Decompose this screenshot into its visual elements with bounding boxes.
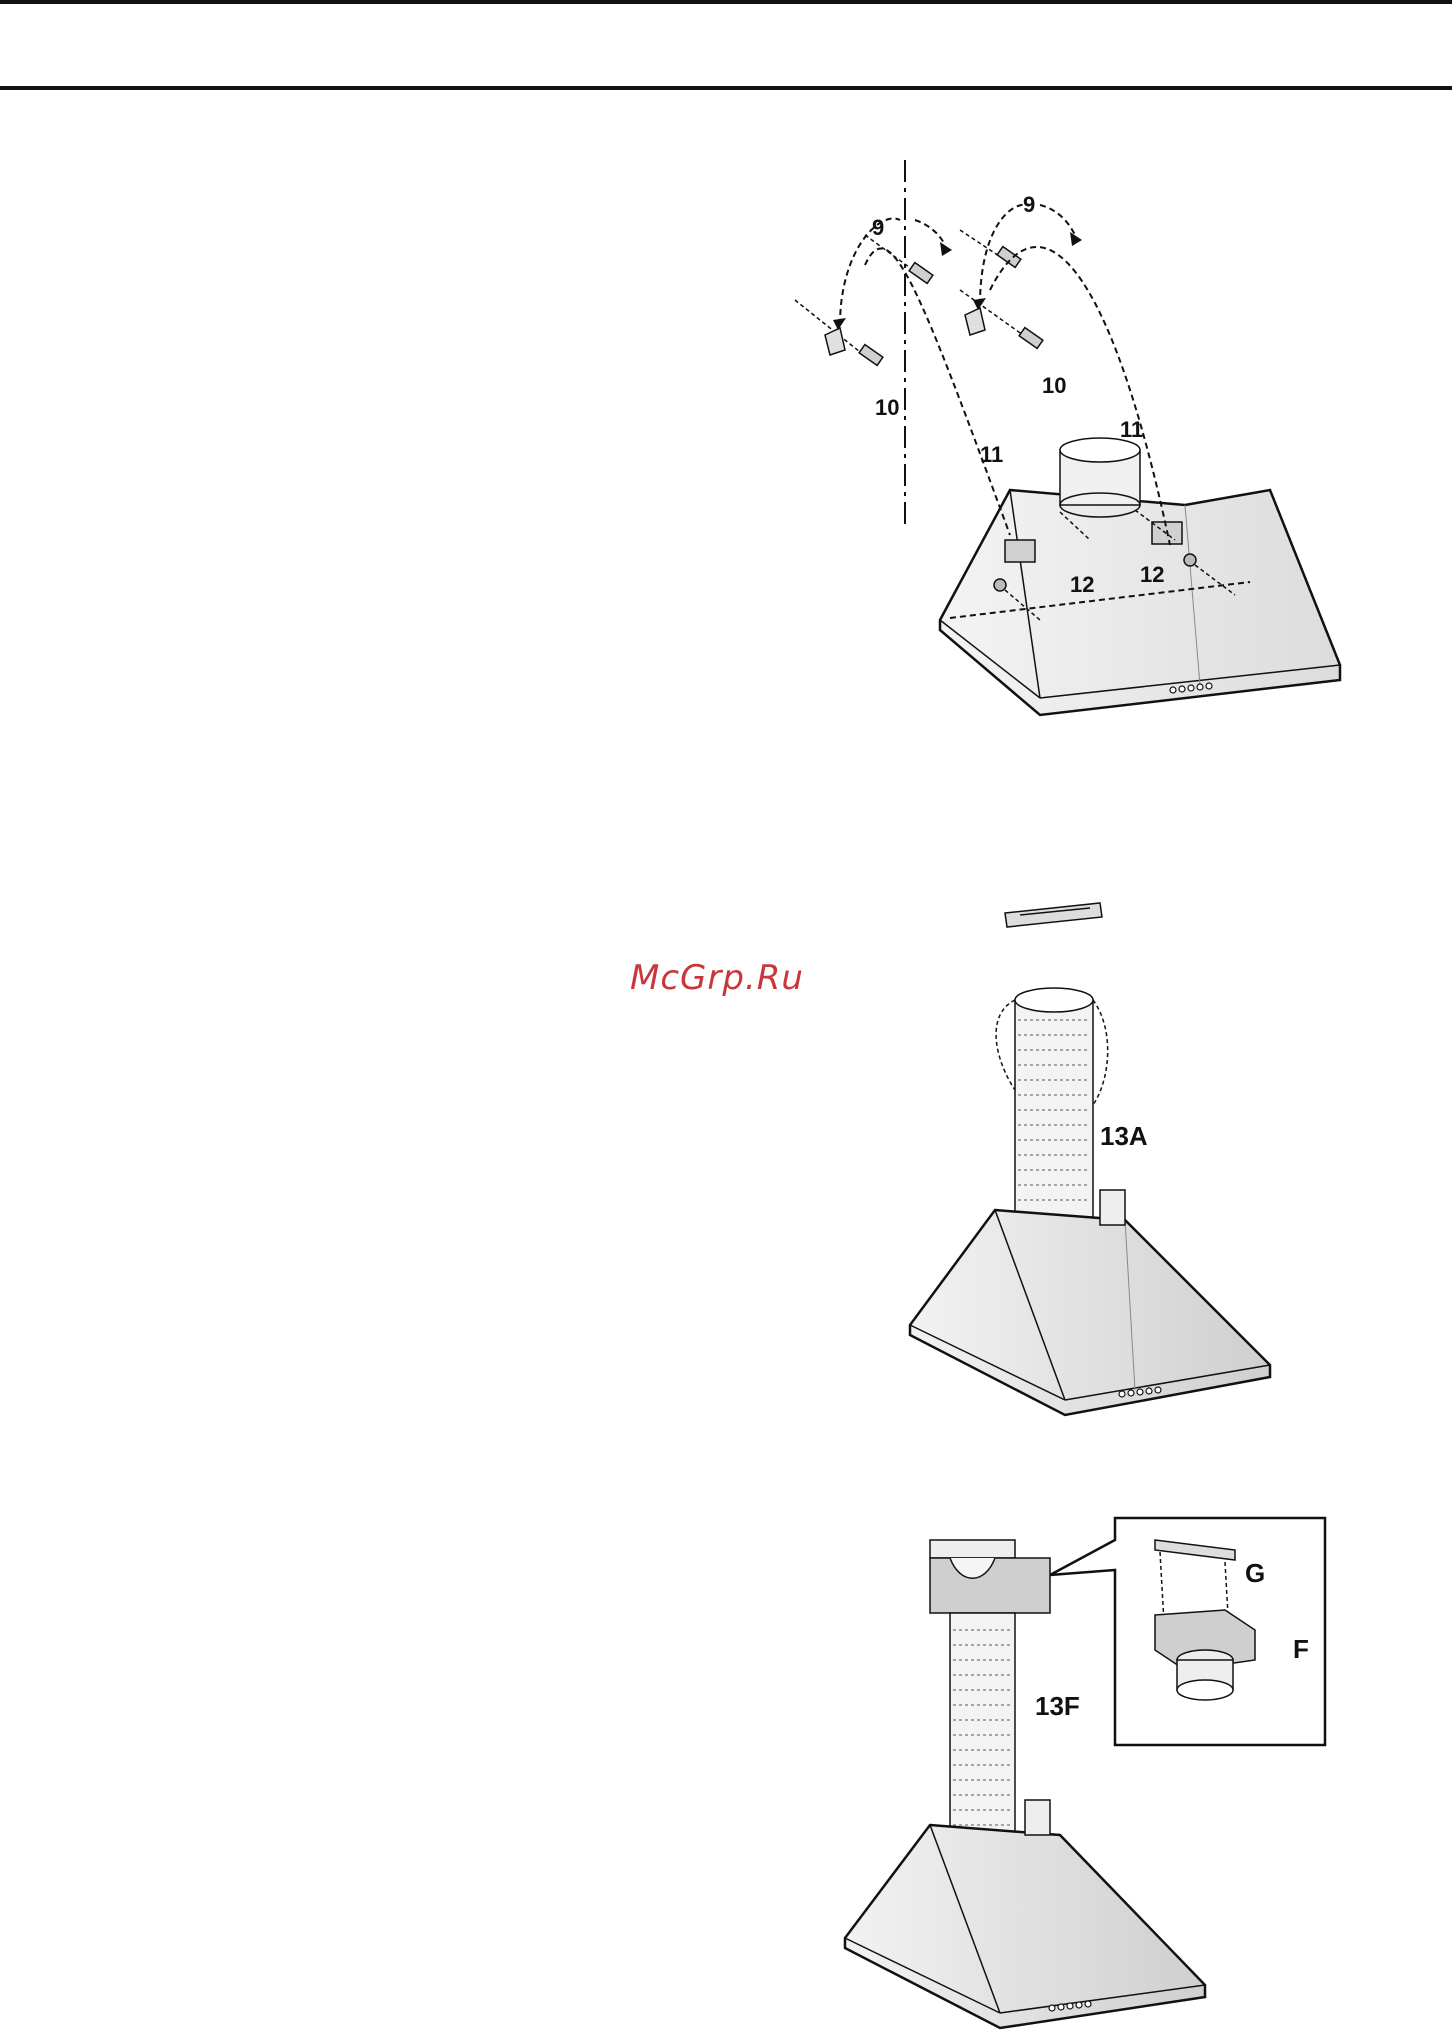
label-11-left: 11 bbox=[980, 442, 1003, 467]
figure-duct-13f: G F 13F bbox=[835, 1510, 1335, 2030]
label-9-left: 9 bbox=[872, 215, 884, 240]
watermark: McGrp.Ru bbox=[630, 958, 804, 998]
figure-wall-mounting: 9 9 10 10 11 11 12 12 bbox=[780, 150, 1350, 730]
header-rule bbox=[0, 86, 1452, 90]
label-9-right: 9 bbox=[1023, 192, 1035, 217]
bracket-left bbox=[1005, 540, 1035, 562]
figure-duct-13a: 13A bbox=[900, 890, 1280, 1420]
label-13f: 13F bbox=[1035, 1691, 1080, 1721]
inset-detail-box bbox=[1050, 1518, 1325, 1745]
hood bbox=[910, 1190, 1270, 1415]
hood-body bbox=[940, 490, 1340, 715]
top-rule bbox=[0, 0, 1452, 4]
label-13a: 13A bbox=[1100, 1121, 1148, 1151]
flexible-duct-13f bbox=[950, 1613, 1015, 1843]
label-12-right: 12 bbox=[1140, 562, 1164, 587]
arrow-heads bbox=[833, 232, 1082, 330]
label-10-left: 10 bbox=[875, 395, 899, 420]
label-g: G bbox=[1245, 1558, 1265, 1588]
motor-outlet bbox=[1060, 438, 1140, 517]
label-11-right: 11 bbox=[1120, 417, 1143, 442]
hood-13f bbox=[845, 1800, 1205, 2028]
label-12-left: 12 bbox=[1070, 572, 1094, 597]
label-f: F bbox=[1293, 1634, 1309, 1664]
duct-adapter bbox=[930, 1540, 1050, 1613]
wall-bracket bbox=[1005, 903, 1102, 927]
flexible-duct bbox=[996, 988, 1108, 1220]
label-10-right: 10 bbox=[1042, 373, 1066, 398]
